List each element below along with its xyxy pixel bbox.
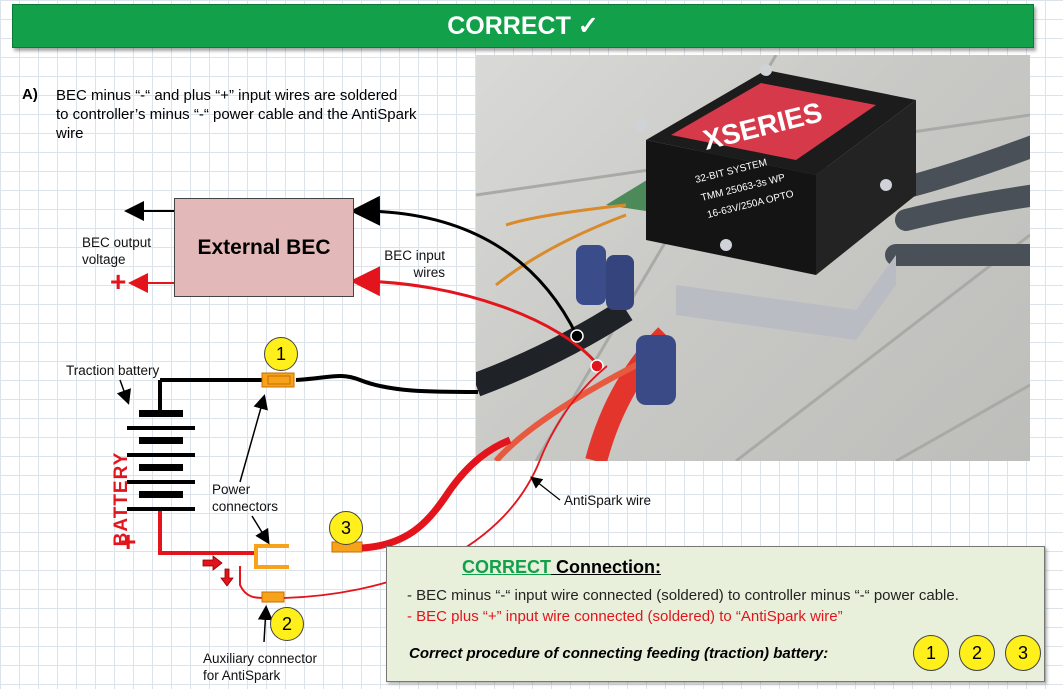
step-marker-1: 1 <box>264 337 298 371</box>
info-title-connection: Connection: <box>551 557 661 577</box>
power-connectors-line-2: connectors <box>212 499 279 514</box>
bec-minus-input-wire <box>350 195 579 337</box>
bec-input-label: BEC input wires <box>370 247 445 281</box>
red-power-cable <box>361 436 512 552</box>
bec-output-line-2: voltage <box>82 252 126 267</box>
info-title: CORRECT Connection: <box>462 557 661 578</box>
antispark-wire-label: AntiSpark wire <box>564 493 652 508</box>
external-bec-box: External BEC <box>174 198 354 297</box>
step-marker-2: 2 <box>270 607 304 641</box>
section-letter: A) <box>22 86 38 103</box>
external-bec-title: External BEC <box>197 235 331 259</box>
procedure-steps: 1 2 3 <box>913 635 1041 671</box>
banner-title: CORRECT ✓ <box>447 12 599 40</box>
intro-line-2: to controller’s minus “-“ power cable an… <box>56 106 417 123</box>
info-title-correct: CORRECT <box>462 557 551 577</box>
correct-connection-box: CORRECT Connection: - BEC minus “-“ inpu… <box>386 546 1045 682</box>
info-procedure: Correct procedure of connecting feeding … <box>409 645 829 662</box>
bec-input-line-1: BEC input <box>384 248 445 263</box>
battery-plus-sign: + <box>120 526 137 557</box>
step-marker-3: 3 <box>329 511 363 545</box>
auxiliary-connector-label: Auxiliary connector for AntiSpark <box>203 650 317 684</box>
auxiliary-connector <box>261 591 285 603</box>
intro-line-1: BEC minus “-“ and plus “+” input wires a… <box>56 87 398 104</box>
power-connector-1 <box>261 372 295 388</box>
intro-line-3: wire <box>56 125 84 142</box>
bec-plus-input-wire <box>350 266 599 365</box>
controller-photo-illustration: XSERIES 32-BIT SYSTEM TMM 25063-3s WP 16… <box>476 55 1030 461</box>
auxiliary-connector-line-1: Auxiliary connector <box>203 651 318 666</box>
info-line-2: - BEC plus “+” input wire connected (sol… <box>407 608 843 625</box>
power-connectors-line-1: Power <box>212 482 251 497</box>
title-banner: CORRECT ✓ <box>12 4 1034 48</box>
bec-minus-solder-point <box>570 329 584 343</box>
power-connector-open <box>254 544 289 569</box>
antispark-wire <box>283 365 608 599</box>
info-line-1: - BEC minus “-“ input wire connected (so… <box>407 587 959 604</box>
bec-output-plus-sign: + <box>110 266 127 297</box>
intro-text: BEC minus “-“ and plus “+” input wires a… <box>56 86 476 143</box>
bec-output-label: BEC output voltage <box>82 234 151 268</box>
power-connectors-label: Power connectors <box>212 481 278 515</box>
bec-plus-solder-point <box>590 359 604 373</box>
black-power-cable <box>295 374 479 394</box>
bec-input-line-2: wires <box>413 265 445 280</box>
procedure-step-1: 1 <box>913 635 949 671</box>
procedure-step-3: 3 <box>1005 635 1041 671</box>
controller-photo: XSERIES 32-BIT SYSTEM TMM 25063-3s WP 16… <box>476 55 1030 461</box>
traction-battery-label: Traction battery <box>66 363 160 378</box>
bec-output-line-1: BEC output <box>82 235 152 250</box>
auxiliary-connector-line-2: for AntiSpark <box>203 668 281 683</box>
battery-symbol <box>127 410 195 511</box>
procedure-step-2: 2 <box>959 635 995 671</box>
